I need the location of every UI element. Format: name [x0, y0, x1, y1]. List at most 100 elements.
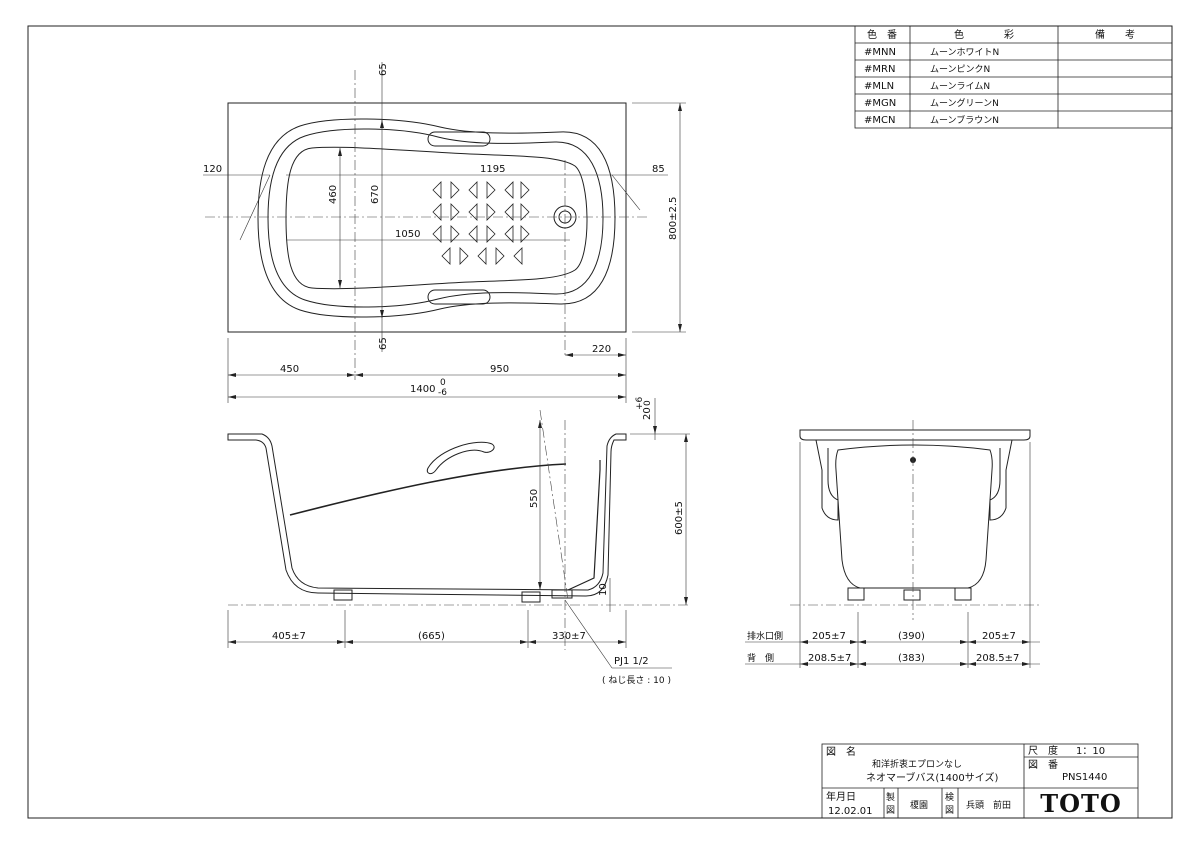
end-foot-middle	[903, 589, 921, 601]
plan-grip-top	[427, 131, 491, 147]
side-tub-outer	[227, 433, 627, 597]
color-table-header-notes: 備 考	[1095, 28, 1135, 41]
dim-plan-1050: 1050	[395, 229, 420, 240]
end-left-support	[815, 439, 839, 521]
plan-dimension-arrows	[228, 103, 682, 399]
end-center-lines	[790, 420, 1040, 620]
color-code: #MLN	[864, 81, 894, 92]
anti-slip-pattern	[432, 181, 530, 265]
dim-plan-670: 670	[370, 185, 381, 204]
dim-side-405: 405±7	[272, 631, 306, 642]
title-scale-value: 1：10	[1076, 746, 1105, 757]
end-tub-body	[835, 444, 993, 589]
plan-outer-rim	[227, 102, 627, 333]
title-made-label-2: 図	[886, 805, 895, 816]
title-check-label-1: 検	[945, 791, 954, 803]
dim-side-20-tol-upper: +6	[635, 396, 645, 410]
side-drain-fitting	[551, 589, 573, 599]
plan-grip-bottom	[427, 289, 491, 305]
color-code: #MNN	[864, 47, 896, 58]
dim-plan-800: 800±2.5	[668, 197, 679, 240]
toto-logo: TOTO	[1040, 789, 1122, 818]
side-center-lines	[228, 409, 690, 650]
title-name-line2: ネオマーブバス(1400サイズ)	[866, 771, 998, 784]
end-row2-left: 208.5±7	[808, 653, 851, 664]
color-name: ムーンライムN	[930, 81, 990, 92]
end-foot-right	[954, 587, 972, 601]
dim-side-20: 20	[642, 407, 653, 420]
end-row2-center: (383)	[898, 653, 925, 664]
color-table-header-code: 色 番	[867, 28, 897, 41]
title-block	[821, 743, 1139, 819]
dim-side-10: 10	[598, 583, 609, 596]
dim-side-550: 550	[529, 489, 540, 508]
end-right-support	[989, 439, 1013, 521]
dim-side-20-tol-lower: 0	[643, 400, 653, 406]
dim-plan-450: 450	[280, 364, 299, 375]
color-name: ムーンホワイトN	[930, 47, 999, 58]
color-name: ムーングリーンN	[930, 97, 999, 109]
pipe-spec: PJ1 1/2	[614, 656, 649, 667]
title-drawing-no-label: 図 番	[1028, 759, 1058, 771]
title-date-label: 年月日	[826, 790, 856, 803]
dim-plan-1400-tol-lower: -6	[438, 388, 447, 398]
dim-plan-1195: 1195	[480, 164, 505, 175]
color-name: ムーンピンクN	[930, 64, 990, 75]
dim-plan-1400-tol-upper: 0	[440, 378, 446, 388]
title-made-by: 榎園	[910, 799, 928, 811]
end-row1-label: 排水口側	[747, 630, 783, 642]
plan-rim-contour	[257, 118, 616, 318]
dim-plan-top-65: 65	[378, 63, 389, 76]
side-overflow-pipe	[567, 460, 601, 591]
title-check-label-2: 図	[945, 805, 954, 816]
end-row2-right: 208.5±7	[976, 653, 1019, 664]
pipe-note: ( ねじ長さ : 10 )	[602, 675, 671, 686]
title-name-label: 図 名	[826, 745, 856, 758]
plan-basin	[285, 146, 588, 290]
title-drawing-no: PNS1440	[1062, 772, 1107, 783]
plan-view	[227, 102, 627, 333]
dim-plan-950: 950	[490, 364, 509, 375]
side-floor-slope	[289, 463, 567, 516]
color-table-header-name: 色 彩	[954, 28, 1014, 41]
end-foot-left	[847, 587, 865, 601]
side-foot-left	[333, 589, 353, 601]
side-dimension-lines	[227, 398, 690, 669]
end-view	[799, 429, 1031, 601]
end-row1-right: 205±7	[982, 631, 1016, 642]
title-scale-label: 尺 度	[1028, 744, 1058, 757]
dim-plan-120: 120	[203, 164, 222, 175]
end-row1-left: 205±7	[812, 631, 846, 642]
color-code: #MCN	[864, 115, 895, 126]
title-date: 12.02.01	[828, 806, 873, 817]
end-rim	[799, 429, 1031, 441]
dim-side-330: 330±7	[552, 631, 586, 642]
title-name-line1: 和洋折衷エプロンなし	[872, 758, 962, 770]
dim-plan-85: 85	[652, 164, 665, 175]
side-view	[227, 433, 627, 603]
dim-plan-bottom-65: 65	[378, 337, 389, 350]
color-code: #MGN	[864, 98, 896, 109]
dim-side-600: 600±5	[674, 501, 685, 535]
color-code: #MRN	[864, 64, 895, 75]
dim-side-665: (665)	[418, 631, 445, 642]
plan-dimension-lines	[203, 62, 686, 403]
color-name: ムーンブラウンN	[930, 114, 999, 126]
title-made-label-1: 製	[886, 791, 895, 803]
dim-plan-1400: 1400	[410, 384, 435, 395]
dim-plan-460: 460	[328, 185, 339, 204]
end-row2-label: 背 側	[747, 652, 774, 664]
end-dimension-arrows	[800, 640, 1030, 666]
dim-plan-220: 220	[592, 344, 611, 355]
color-table	[854, 25, 1173, 129]
side-grip	[426, 441, 495, 475]
plan-rim-inner	[267, 128, 604, 308]
end-dimension-lines	[745, 442, 1040, 668]
side-foot-middle	[521, 591, 541, 603]
side-dimension-arrows	[228, 420, 688, 644]
drawing-frame	[27, 25, 1173, 819]
end-row1-center: (390)	[898, 631, 925, 642]
title-checked-by: 兵頭 前田	[966, 799, 1011, 811]
plan-center-lines	[205, 70, 650, 380]
